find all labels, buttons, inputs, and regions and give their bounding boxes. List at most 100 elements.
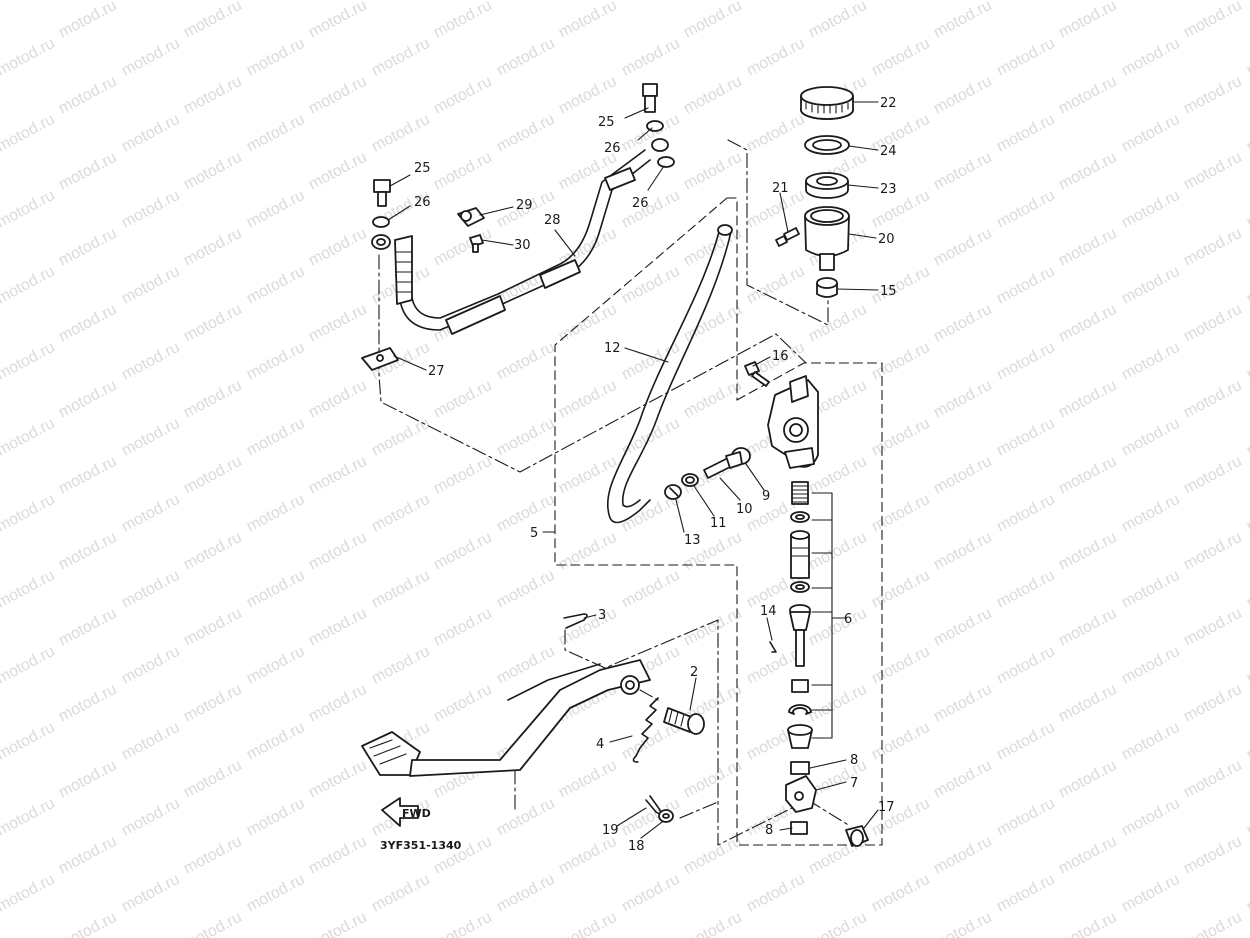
watermark-text: motod.ru [681, 833, 745, 878]
watermark-text: motod.ru [119, 567, 183, 612]
watermark-text: motod.ru [244, 491, 308, 536]
watermark-text: motod.ru [1119, 415, 1183, 460]
watermark-text: motod.ru [244, 871, 308, 916]
watermark-text: motod.ru [1056, 73, 1120, 118]
watermark-text: motod.ru [306, 909, 370, 938]
watermark-text: motod.ru [244, 415, 308, 460]
callout-label: 26 [414, 195, 431, 210]
watermark-text: motod.ru [1056, 757, 1120, 802]
watermark-text: motod.ru [369, 415, 433, 460]
watermark-text: motod.ru [1244, 263, 1250, 308]
watermark-text: motod.ru [431, 73, 495, 118]
watermark-text: motod.ru [306, 301, 370, 346]
watermark-text: motod.ru [1244, 795, 1250, 840]
callout-label: 23 [880, 182, 897, 197]
watermark-text: motod.ru [306, 833, 370, 878]
watermark-text: motod.ru [244, 567, 308, 612]
watermark-text: motod.ru [556, 757, 620, 802]
watermark-text: motod.ru [56, 833, 120, 878]
pin-14 [769, 641, 777, 653]
brake-hose-28 [371, 138, 669, 335]
callout-label: 26 [632, 196, 649, 211]
watermark-text: motod.ru [994, 643, 1058, 688]
callout-label: 5 [530, 526, 538, 541]
watermark-text: motod.ru [56, 453, 120, 498]
watermark-text: motod.ru [431, 149, 495, 194]
watermark-text: motod.ru [931, 453, 995, 498]
watermark-text: motod.ru [931, 301, 995, 346]
callout-label: 14 [760, 604, 777, 619]
watermark-text: motod.ru [806, 909, 870, 938]
watermark-text: motod.ru [1119, 187, 1183, 232]
watermark-text: motod.ru [431, 225, 495, 270]
callout-label: 30 [514, 238, 531, 253]
watermark-text: motod.ru [1181, 605, 1245, 650]
watermark-text: motod.ru [1119, 263, 1183, 308]
watermark-text: motod.ru [1056, 377, 1120, 422]
watermark-text: motod.ru [806, 0, 870, 42]
watermark-text: motod.ru [0, 871, 58, 916]
watermark-text: motod.ru [181, 529, 245, 574]
watermark-text: motod.ru [744, 35, 808, 80]
watermark-text: motod.ru [931, 681, 995, 726]
watermark-text: motod.ru [681, 73, 745, 118]
watermark-text: motod.ru [431, 453, 495, 498]
watermark-text: motod.ru [931, 529, 995, 574]
watermark-text: motod.ru [681, 0, 745, 42]
watermark-text: motod.ru [369, 643, 433, 688]
callout-label: 8 [850, 753, 858, 768]
cup-2 [790, 581, 810, 593]
clevis-pin-line [807, 799, 851, 827]
watermark-text: motod.ru [0, 795, 58, 840]
watermark-text: motod.ru [1181, 377, 1245, 422]
watermark-text: motod.ru [181, 377, 245, 422]
clevis-pin-17 [845, 825, 869, 847]
part-group-bracket-2 [811, 552, 833, 589]
watermark-text: motod.ru [1119, 643, 1183, 688]
watermark-text: motod.ru [0, 35, 58, 80]
reservoir-cap [800, 86, 854, 120]
watermark-text: motod.ru [1244, 35, 1250, 80]
watermark-text: motod.ru [619, 567, 683, 612]
watermark-text: motod.ru [1244, 643, 1250, 688]
watermark-text: motod.ru [869, 871, 933, 916]
washer-18 [658, 809, 674, 823]
watermark-text: motod.ru [1056, 833, 1120, 878]
watermark-text: motod.ru [431, 681, 495, 726]
watermark-text: motod.ru [56, 0, 120, 42]
watermark-text: motod.ru [1119, 491, 1183, 536]
watermark-text: motod.ru [431, 529, 495, 574]
watermark-text: motod.ru [306, 225, 370, 270]
spring-anchor-line [639, 689, 659, 701]
watermark-text: motod.ru [619, 415, 683, 460]
o-ring-11 [681, 473, 699, 487]
piston [790, 530, 810, 579]
part-group-bracket [811, 492, 833, 521]
callout-label: 10 [736, 502, 753, 517]
watermark-text: motod.ru [369, 35, 433, 80]
watermark-text: motod.ru [1181, 833, 1245, 878]
watermark-text: motod.ru [619, 263, 683, 308]
watermark-text: motod.ru [244, 0, 308, 4]
watermark-text: motod.ru [1181, 757, 1245, 802]
watermark-text: motod.ru [619, 0, 683, 4]
watermark-text: motod.ru [1056, 529, 1120, 574]
clip-13 [664, 484, 682, 500]
watermark-text: motod.ru [306, 529, 370, 574]
watermark-text: motod.ru [56, 681, 120, 726]
watermark-text: motod.ru [1056, 301, 1120, 346]
watermark-text: motod.ru [1056, 605, 1120, 650]
watermark-text: motod.ru [806, 681, 870, 726]
bracket-line-reservoir [727, 139, 829, 326]
watermark-text: motod.ru [494, 871, 558, 916]
watermark-text: motod.ru [1181, 453, 1245, 498]
watermark-text: motod.ru [1119, 719, 1183, 764]
callout-label: 28 [544, 213, 561, 228]
watermark-text: motod.ru [994, 111, 1058, 156]
watermark-text: motod.ru [1244, 415, 1250, 460]
part-group-bracket-3 [811, 611, 833, 739]
watermark-text: motod.ru [181, 833, 245, 878]
callout-label: 19 [602, 823, 619, 838]
watermark-text: motod.ru [931, 149, 995, 194]
brake-pedal [361, 659, 651, 777]
